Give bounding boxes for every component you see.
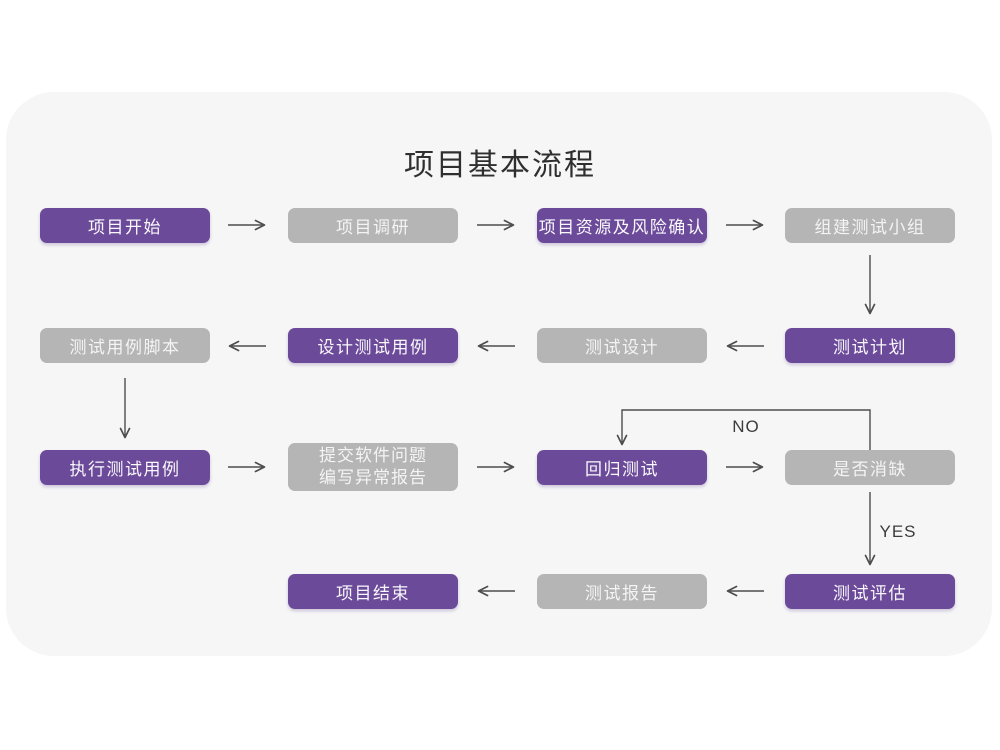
node-project-start: 项目开始 xyxy=(40,208,210,243)
node-project-research: 项目调研 xyxy=(288,208,458,243)
node-label: 回归测试 xyxy=(585,460,659,479)
node-label-line2: 编写异常报告 xyxy=(319,468,427,487)
node-label: 测试计划 xyxy=(833,338,907,357)
edge-label-yes: YES xyxy=(879,522,917,541)
node-label: 测试用例脚本 xyxy=(69,338,181,357)
node-regression-test: 回归测试 xyxy=(537,450,707,485)
node-defect-cleared-check: 是否消缺 xyxy=(785,450,955,485)
node-project-end: 项目结束 xyxy=(288,574,458,609)
node-label: 项目资源及风险确认 xyxy=(538,218,706,237)
node-label: 测试评估 xyxy=(833,584,907,603)
node-build-test-team: 组建测试小组 xyxy=(785,208,955,243)
node-label: 测试设计 xyxy=(585,338,659,357)
page-title: 项目基本流程 xyxy=(404,149,596,182)
node-label: 设计测试用例 xyxy=(317,338,429,357)
edge-label-no: NO xyxy=(732,417,760,436)
node-label: 组建测试小组 xyxy=(814,218,926,237)
node-label: 测试报告 xyxy=(585,584,659,603)
node-label: 项目开始 xyxy=(88,218,162,237)
node-test-design: 测试设计 xyxy=(537,328,707,363)
node-test-plan: 测试计划 xyxy=(785,328,955,363)
flowchart-card xyxy=(6,92,992,656)
node-label-line1: 提交软件问题 xyxy=(319,445,427,465)
node-test-report: 测试报告 xyxy=(537,574,707,609)
node-label: 是否消缺 xyxy=(833,460,907,479)
node-execute-test-case: 执行测试用例 xyxy=(40,450,210,485)
node-test-evaluation: 测试评估 xyxy=(785,574,955,609)
node-project-resources-risk: 项目资源及风险确认 xyxy=(537,208,707,243)
node-label: 项目调研 xyxy=(336,218,410,237)
node-submit-issues-report: 提交软件问题 编写异常报告 xyxy=(288,443,458,491)
node-test-case-script: 测试用例脚本 xyxy=(40,328,210,363)
node-label: 执行测试用例 xyxy=(69,460,181,479)
node-design-test-case: 设计测试用例 xyxy=(288,328,458,363)
node-label: 项目结束 xyxy=(336,584,410,603)
